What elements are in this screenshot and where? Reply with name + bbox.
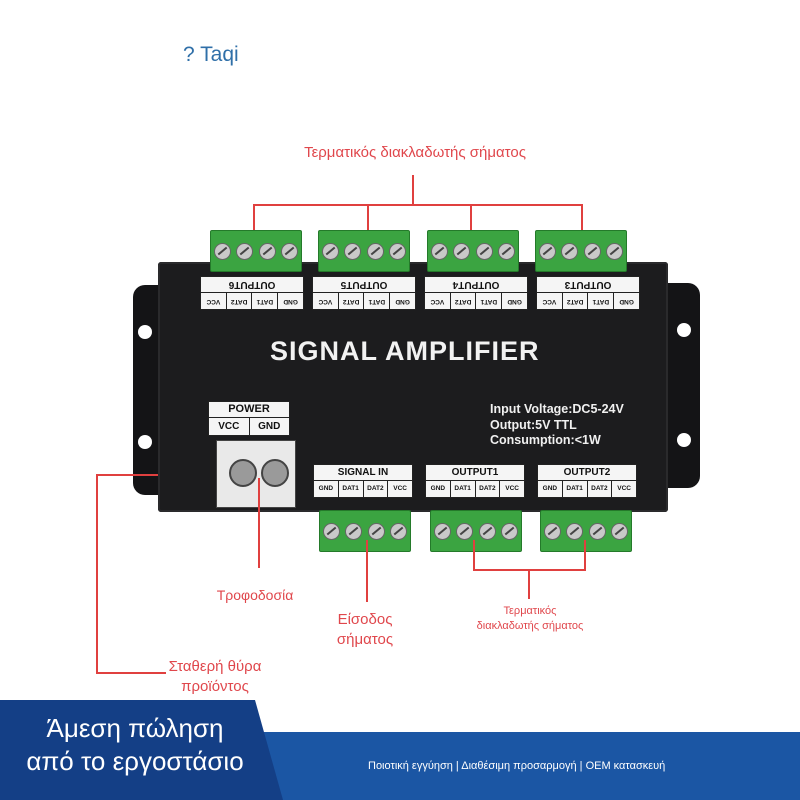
- footer-slogan-panel: [0, 700, 283, 800]
- spec-line: Consumption:<1W: [490, 433, 601, 448]
- brand-name: ? Taqi: [183, 43, 239, 66]
- callout-line: [470, 204, 472, 234]
- callout-fixed-port: Σταθερή θύρα προϊόντος: [168, 658, 262, 696]
- terminal-block-output3: [535, 230, 627, 272]
- terminal-block-signal-in: [319, 510, 411, 552]
- terminal-block-output6: [210, 230, 302, 272]
- callout-line: [473, 540, 475, 570]
- power-terminal: [216, 440, 296, 508]
- callout-power: Τροφοδοσία: [216, 587, 294, 603]
- terminal-block-output5: [318, 230, 410, 272]
- device-title: SIGNAL AMPLIFIER: [270, 336, 540, 366]
- terminal-block-output2: [540, 510, 632, 552]
- callout-line: [584, 540, 586, 570]
- footer-tagline: Ποιοτική εγγύηση | Διαθέσιμη προσαρμογή …: [368, 760, 666, 772]
- device-specs: Input Voltage:DC5-24V Output:5V TTL Cons…: [490, 402, 624, 449]
- callout-line: [96, 672, 166, 674]
- callout-line: [366, 540, 368, 602]
- callout-line: [528, 569, 530, 599]
- spec-line: Input Voltage:DC5-24V: [490, 402, 624, 416]
- footer-slogan: Άμεση πώληση από το εργοστάσιο: [26, 713, 244, 777]
- callout-signal-in: Είσοδος σήματος: [336, 611, 394, 649]
- callout-top: Τερματικός διακλαδωτής σήματος: [304, 144, 526, 161]
- callout-line: [96, 474, 158, 476]
- callout-line: [253, 204, 583, 206]
- callout-line: [412, 175, 414, 205]
- spec-line: Output:5V TTL: [490, 417, 577, 432]
- callout-line: [367, 204, 369, 234]
- terminal-block-output4: [427, 230, 519, 272]
- callout-line: [96, 474, 98, 674]
- callout-line: [253, 204, 255, 234]
- label-panel-power: POWER VCC GND: [208, 401, 290, 436]
- terminal-block-output1: [430, 510, 522, 552]
- callout-output-bottom: Τερματικός διακλαδωτής σήματος: [476, 605, 584, 632]
- callout-line: [258, 478, 260, 568]
- callout-line: [581, 204, 583, 234]
